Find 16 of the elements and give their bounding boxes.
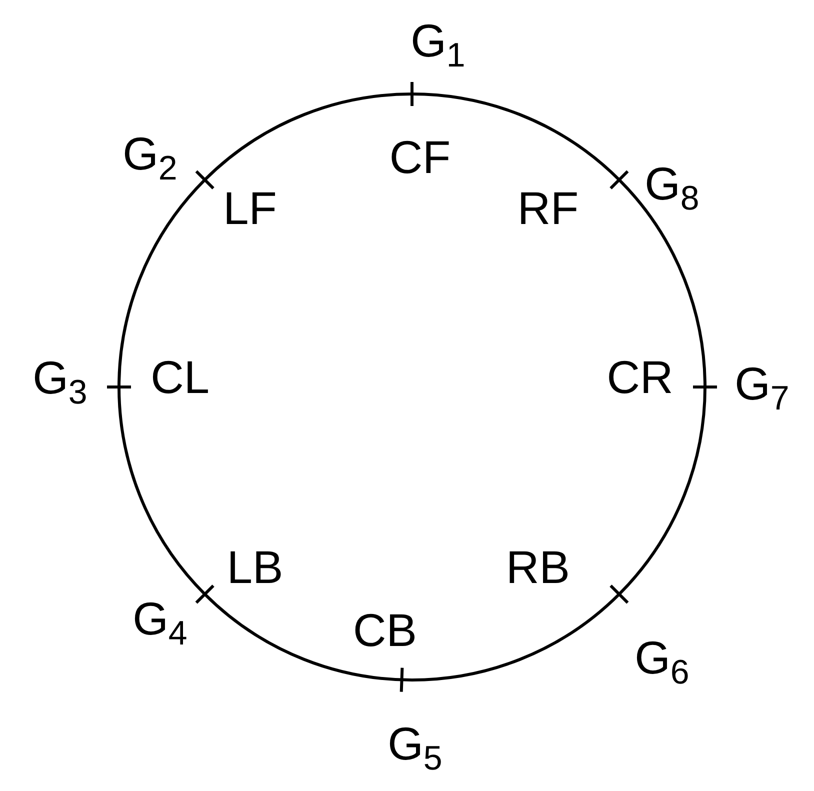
position-label: RF bbox=[517, 185, 579, 231]
point-label: G$_{4}$ bbox=[132, 595, 188, 651]
position-label: CR bbox=[606, 354, 674, 400]
point-label: G$_{6}$ bbox=[634, 634, 690, 690]
point-label: G$_{7}$ bbox=[734, 360, 790, 416]
position-label: CF bbox=[389, 134, 451, 180]
position-label: RB bbox=[506, 544, 570, 590]
position-label: LF bbox=[223, 185, 277, 231]
point-label: G$_{1}$ bbox=[410, 17, 466, 73]
point-label: G$_{5}$ bbox=[388, 720, 442, 776]
point-label: G$_{2}$ bbox=[122, 130, 178, 186]
point-label: G$_{3}$ bbox=[32, 354, 88, 410]
point-label: G$_{8}$ bbox=[644, 160, 700, 216]
position-label: CB bbox=[353, 607, 417, 653]
position-label: LB bbox=[226, 544, 284, 590]
position-label: CL bbox=[150, 354, 210, 400]
